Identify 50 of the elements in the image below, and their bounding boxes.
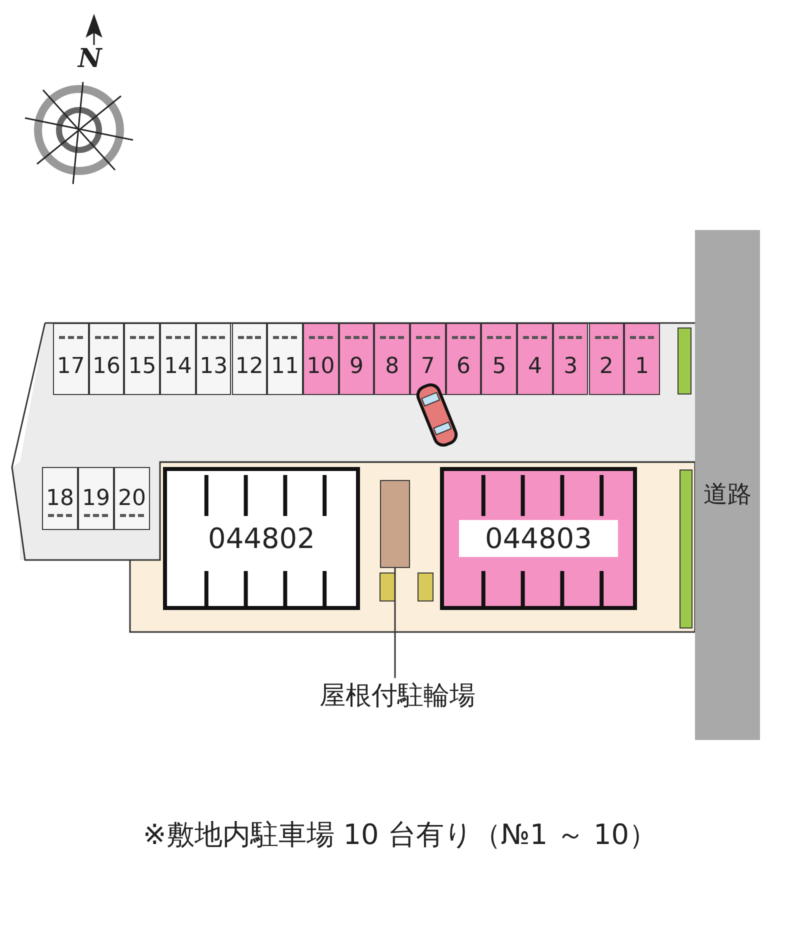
space-number: 16 [92, 354, 121, 378]
parking-space [160, 323, 196, 395]
leader-line [394, 568, 396, 678]
parking-space [588, 323, 624, 395]
parking-space [232, 323, 268, 395]
parking-space [338, 323, 374, 395]
parking-space [124, 323, 160, 395]
parking-space [196, 323, 232, 395]
space-number: 20 [118, 486, 146, 511]
space-number: 2 [599, 354, 614, 378]
building-block [440, 467, 637, 610]
space-number: 11 [271, 354, 300, 378]
parking-space [53, 323, 89, 395]
area-label: 屋根付駐輪場 [290, 678, 505, 712]
space-number: 17 [56, 354, 85, 378]
building-block [163, 467, 360, 610]
space-number: 10 [306, 354, 335, 378]
parking-space [410, 323, 446, 395]
parking-space [446, 323, 482, 395]
space-number: 8 [385, 354, 400, 378]
parking-space [624, 323, 660, 395]
parking-space [302, 323, 339, 395]
building-number: 044803 [459, 520, 618, 557]
space-number: 19 [82, 486, 110, 511]
space-number: 4 [528, 354, 542, 378]
space-number: 12 [235, 354, 264, 378]
space-number: 7 [420, 354, 435, 378]
space-number: 14 [164, 354, 192, 378]
space-number: 9 [349, 354, 364, 378]
parking-space [267, 323, 303, 395]
space-number: 13 [200, 354, 228, 378]
north-label: N [78, 44, 102, 74]
parking-space [374, 323, 410, 395]
road-label: 道路 [704, 479, 752, 510]
parking-space [481, 323, 518, 395]
road-band [695, 230, 760, 740]
parking-space [42, 467, 78, 530]
space-number: 3 [564, 354, 578, 378]
space-number: 18 [46, 486, 74, 511]
space-number: 1 [635, 354, 650, 378]
space-number: 15 [128, 354, 156, 378]
note-text: ※敷地内駐車場 10 台有り（№1 ～ 10） [142, 817, 658, 853]
parking-space [552, 323, 588, 395]
parking-space [88, 323, 124, 395]
space-number: 5 [492, 354, 506, 378]
parking-space [78, 467, 114, 530]
space-number: 6 [456, 354, 471, 378]
parking-space [517, 323, 553, 395]
parking-space [114, 467, 150, 530]
bicycle-shed [380, 480, 410, 568]
